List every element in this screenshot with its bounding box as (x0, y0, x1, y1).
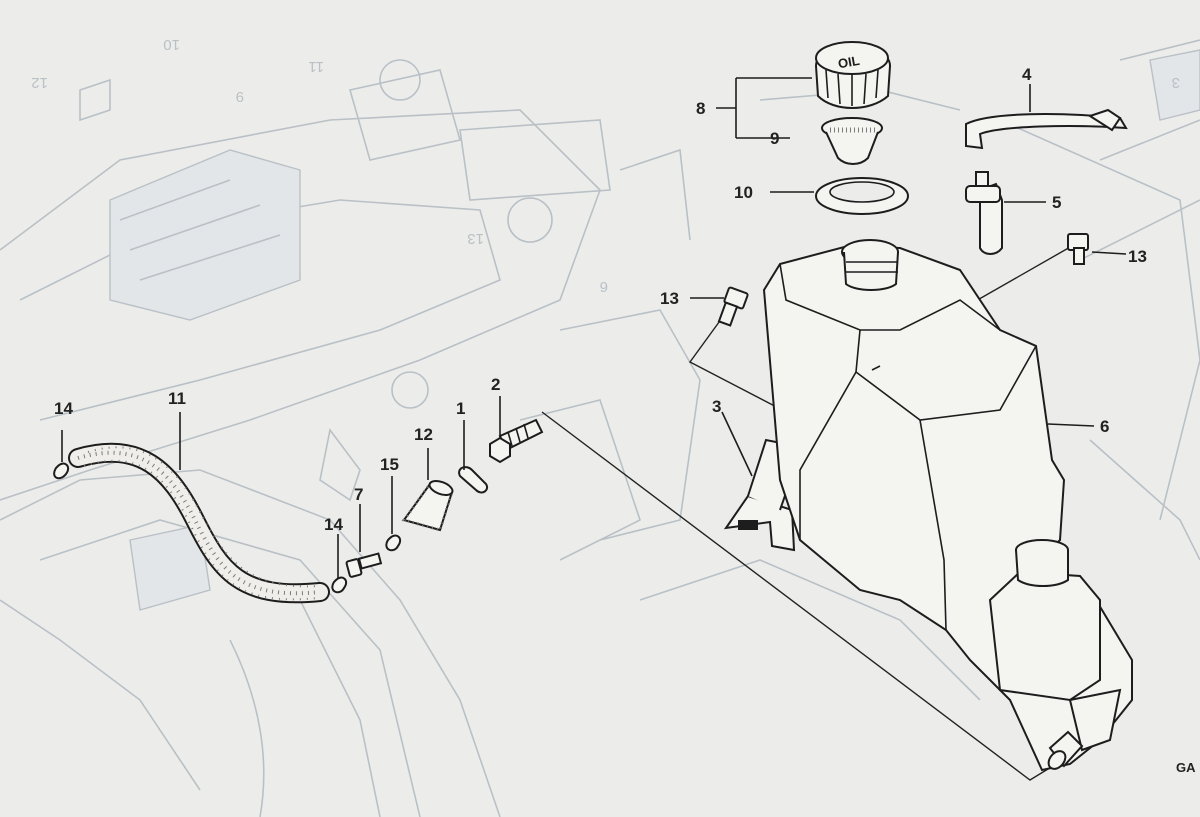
bg-label: 9 (236, 88, 244, 105)
part-clip-15 (385, 476, 402, 552)
part-gasket-10 (770, 177, 909, 215)
callout-label: 14 (54, 399, 73, 418)
callout-label: 12 (414, 425, 433, 444)
callout-label: 11 (168, 389, 186, 408)
part-strap-4 (965, 84, 1128, 150)
callout-label: 13 (1128, 247, 1147, 266)
callout-label: 3 (712, 397, 721, 416)
callout-label: 1 (456, 399, 465, 418)
part-joint-2 (489, 396, 544, 464)
part-clip-14-middle (331, 534, 348, 594)
callout-label: 9 (770, 129, 779, 148)
part-strainer-9 (821, 117, 883, 165)
part-oil-tank-6 (762, 239, 1133, 772)
bg-label: 12 (31, 74, 48, 91)
bg-label: 11 (308, 58, 324, 75)
callout-label: 14 (324, 515, 343, 534)
callout-label: 7 (354, 485, 363, 504)
callout-label: 8 (696, 99, 705, 118)
part-clip-1 (458, 420, 488, 494)
part-cap-8: OIL (716, 41, 892, 139)
callout-label: 2 (491, 375, 500, 394)
callout-label: 4 (1022, 65, 1032, 84)
callout-label: 15 (380, 455, 399, 474)
cap-marking: OIL (837, 53, 861, 72)
part-boot-12 (401, 448, 454, 532)
part-bolt-13-right (1067, 233, 1127, 265)
callout-label: 6 (1100, 417, 1109, 436)
callout-label: 10 (734, 183, 753, 202)
background-frame-drawing: 10 12 11 13 6 9 3 (0, 36, 1200, 817)
part-clip-14-left (53, 430, 70, 480)
bg-label: 13 (467, 230, 484, 247)
part-bolt-7 (345, 504, 383, 578)
part-sensor-5 (965, 171, 1046, 255)
callout-label: 13 (660, 289, 679, 308)
callout-label: 5 (1052, 193, 1061, 212)
bg-label: 6 (600, 278, 608, 295)
figure-code: GA (1176, 760, 1196, 775)
bg-label: 3 (1172, 74, 1180, 91)
part-bolt-13-left (690, 286, 749, 327)
bg-label: 10 (163, 36, 180, 53)
part-hose-11 (68, 412, 330, 604)
